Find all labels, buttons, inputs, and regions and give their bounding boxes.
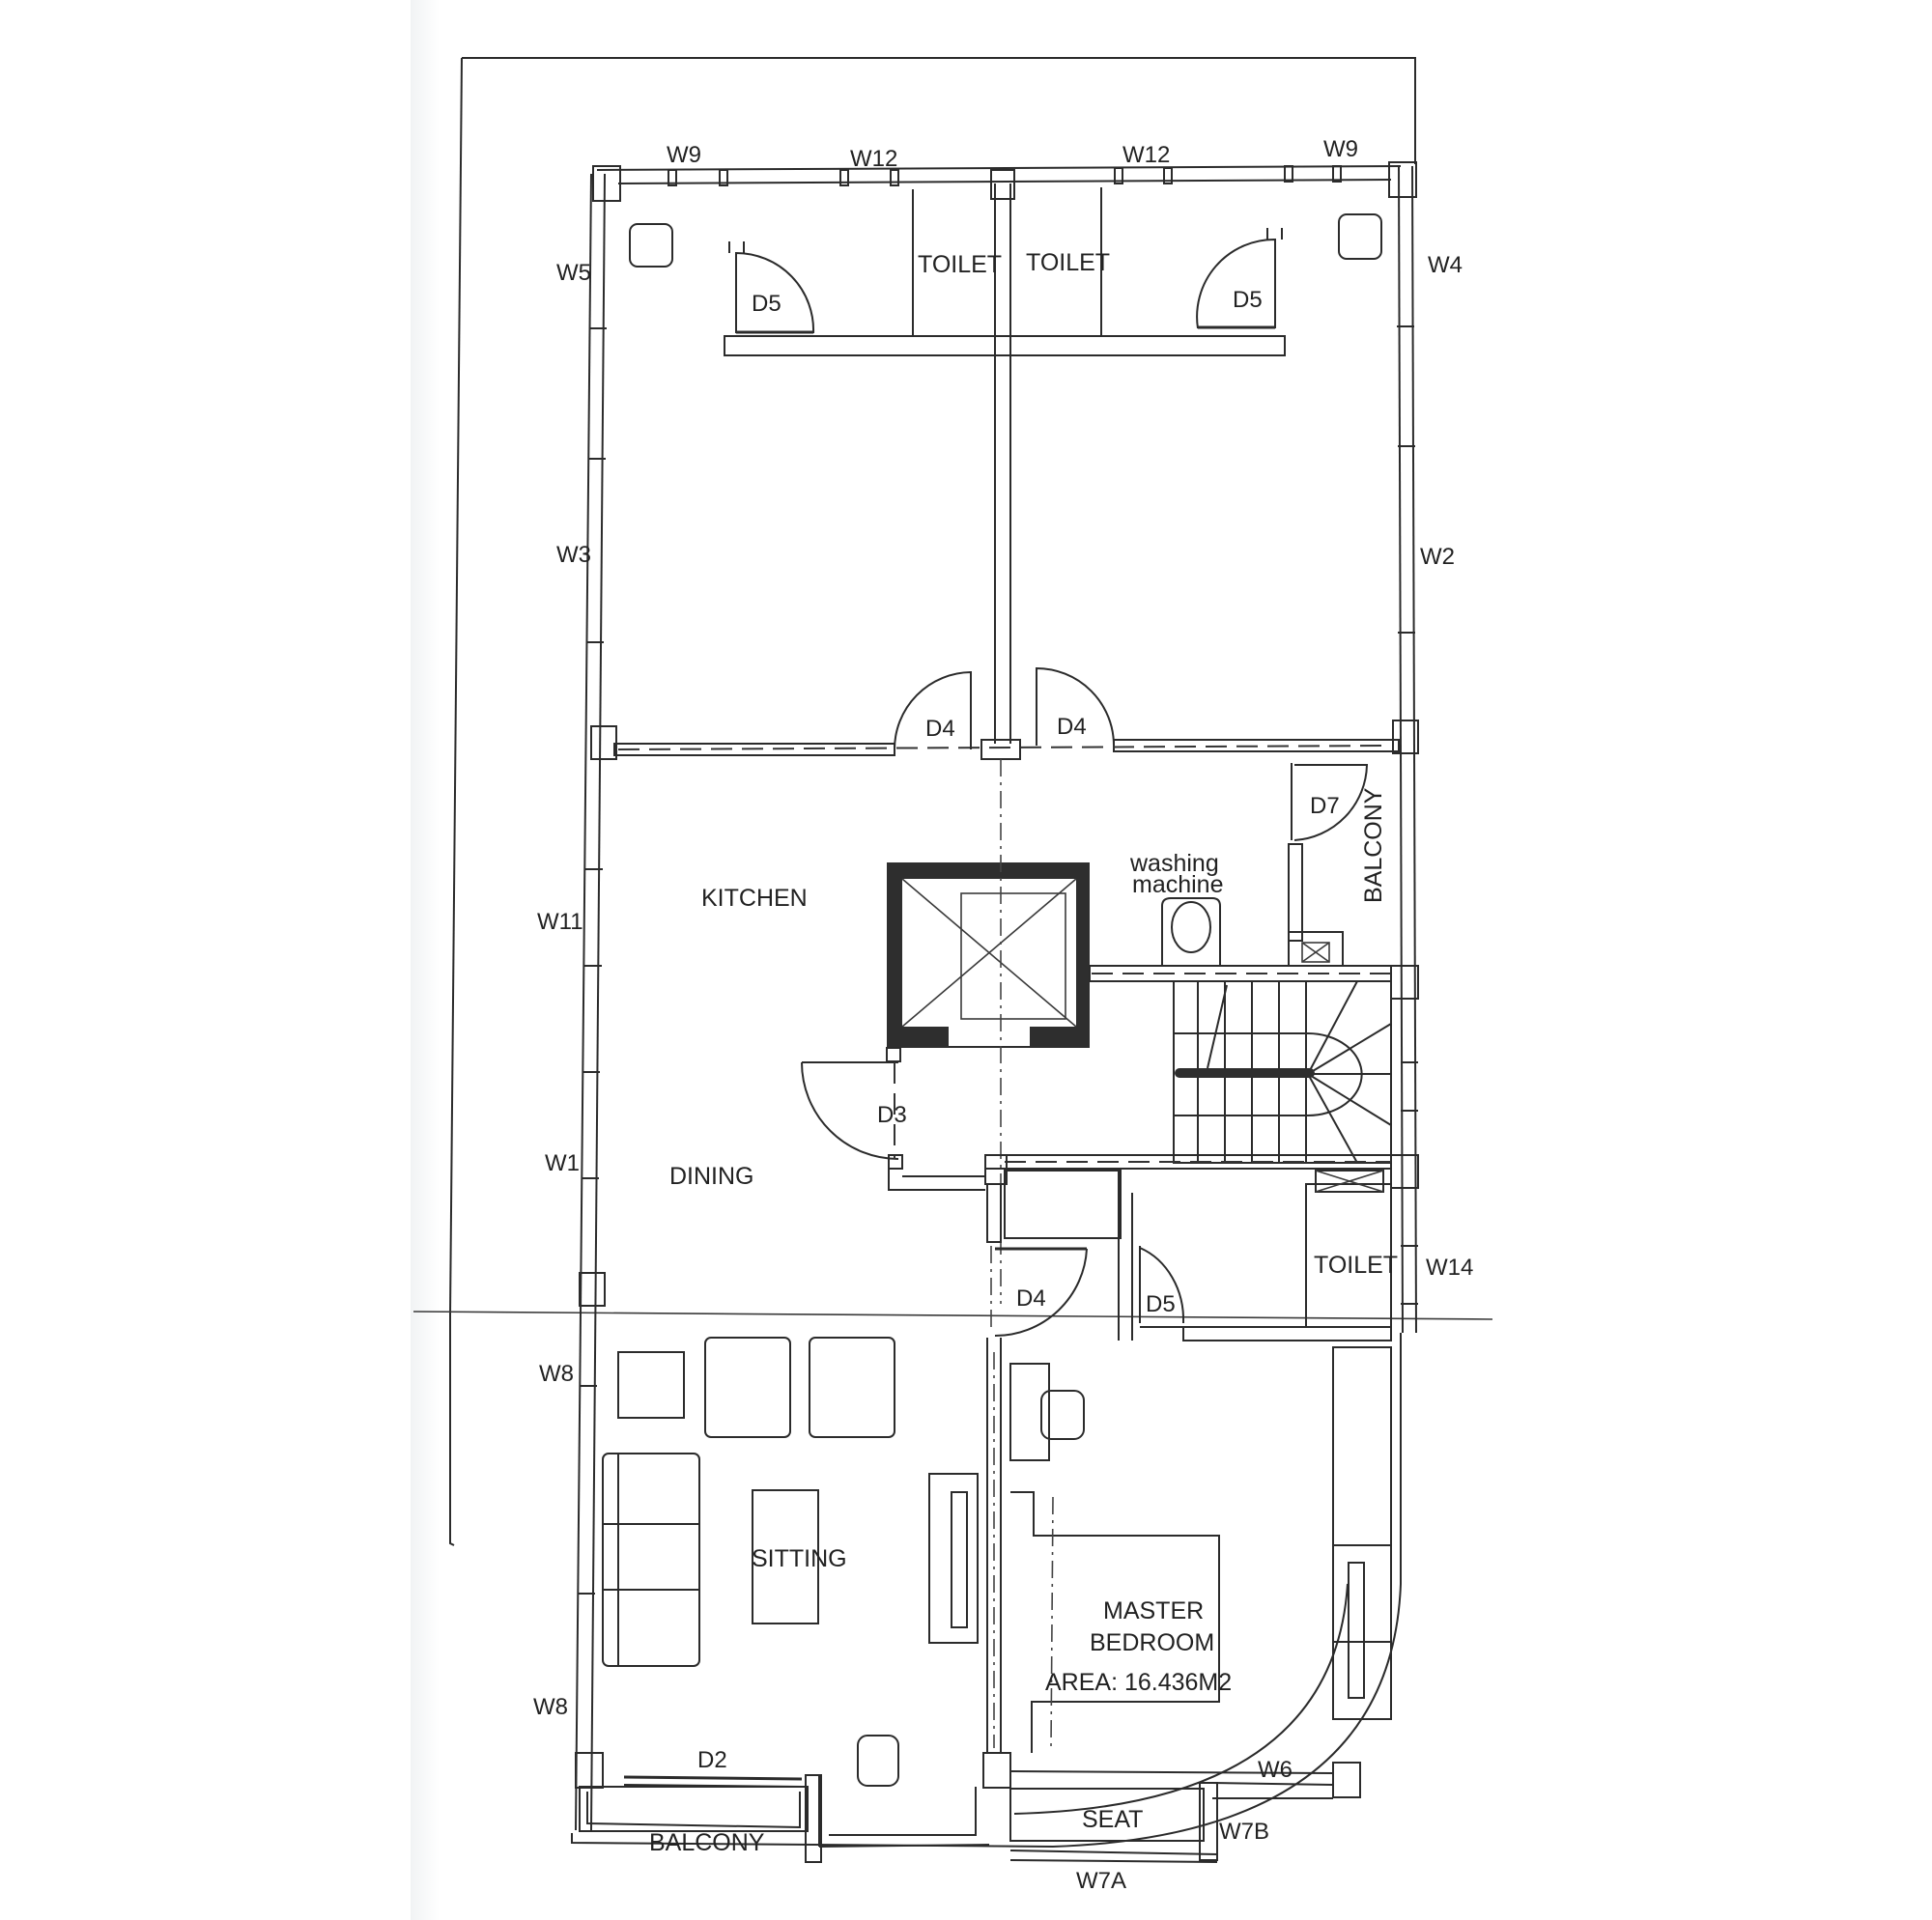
label-d3: D3: [877, 1102, 907, 1128]
label-d4-left: D4: [925, 716, 955, 742]
south-partitions: [984, 1154, 1392, 1341]
bedroom-walls: [986, 1338, 1392, 1799]
label-dining: DINING: [669, 1163, 754, 1190]
room-labels: TOILET TOILET KITCHEN DINING washing mac…: [649, 249, 1398, 1856]
label-master: MASTER: [1103, 1597, 1204, 1624]
label-w9-left: W9: [667, 142, 701, 168]
label-d5-left: D5: [752, 291, 781, 317]
paper-edge-shadow: [411, 0, 440, 1920]
label-d4-right: D4: [1057, 714, 1087, 740]
lift-core: [887, 759, 1090, 1304]
upper-partitions: [613, 169, 1400, 760]
label-sitting: SITTING: [752, 1545, 847, 1572]
label-w7a: W7A: [1076, 1868, 1126, 1894]
sitting-furniture: [602, 1337, 979, 1787]
balcony-seat: [579, 1774, 1218, 1863]
dining-walls: [801, 1047, 985, 1191]
label-w3: W3: [556, 542, 591, 568]
label-kitchen: KITCHEN: [701, 885, 808, 912]
label-toilet-south: TOILET: [1314, 1252, 1398, 1279]
label-w2: W2: [1420, 544, 1455, 570]
label-machine: machine: [1132, 871, 1224, 898]
label-w7b: W7B: [1219, 1819, 1269, 1845]
label-master-area: AREA: 16.436M2: [1045, 1669, 1232, 1696]
label-w6: W6: [1258, 1757, 1293, 1783]
label-w11: W11: [537, 909, 583, 935]
label-d7: D7: [1310, 793, 1340, 819]
label-d5-south: D5: [1146, 1291, 1176, 1317]
label-w8-bottom: W8: [533, 1694, 568, 1720]
label-w9-right: W9: [1323, 136, 1358, 162]
window-labels: W9 W12 W12 W9 W5 W4 W3 W2 W11 W1 W14 W8 …: [533, 136, 1473, 1894]
label-w5: W5: [556, 260, 591, 286]
label-toilet-right: TOILET: [1026, 249, 1110, 276]
label-balcony-south: BALCONY: [649, 1829, 765, 1856]
label-d2: D2: [697, 1747, 727, 1773]
label-bedroom: BEDROOM: [1090, 1629, 1214, 1656]
label-w12-right: W12: [1122, 142, 1170, 168]
exterior-walls: [575, 161, 1419, 1831]
label-d4-south: D4: [1016, 1285, 1046, 1312]
label-washing: washing: [1129, 850, 1219, 877]
label-d5-right: D5: [1233, 287, 1263, 313]
label-w12-left: W12: [850, 146, 897, 172]
label-w4: W4: [1428, 252, 1463, 278]
label-toilet-left: TOILET: [918, 251, 1002, 278]
label-balcony-east: BALCONY: [1360, 787, 1387, 903]
label-seat: SEAT: [1082, 1806, 1143, 1833]
label-w14: W14: [1426, 1255, 1473, 1281]
label-w1: W1: [545, 1150, 580, 1176]
label-w8-top: W8: [539, 1361, 574, 1387]
door-labels: D5 D5 D4 D4 D7 D3 D4 D5 D2: [697, 287, 1340, 1773]
staircase: [1173, 980, 1392, 1164]
